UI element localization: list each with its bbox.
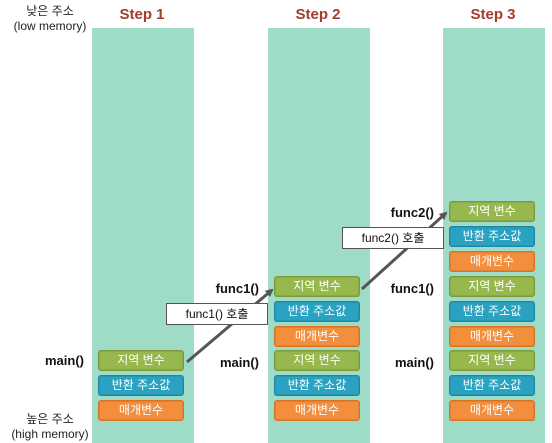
step-3-func1-return-address: 반환 주소값 <box>449 301 535 322</box>
step-1-title: Step 1 <box>119 6 165 23</box>
step-1-main-params: 매개변수 <box>98 400 184 421</box>
step-2-main-label: main() <box>220 355 259 370</box>
step-2-main-local-vars: 지역 변수 <box>274 350 360 371</box>
func1-call-arrow <box>186 288 274 364</box>
step-1-main-label: main() <box>45 353 84 368</box>
func2-call-label: func2() 호출 <box>342 227 444 249</box>
step-3-func2-return-address: 반환 주소값 <box>449 226 535 247</box>
step-3-func1-params: 매개변수 <box>449 326 535 347</box>
high-address-english: (high memory) <box>11 427 89 441</box>
func2-call-arrow <box>360 211 448 291</box>
step-2-main-params: 매개변수 <box>274 400 360 421</box>
high-address-label: 높은 주소 (high memory) <box>0 412 100 442</box>
low-address-english: (low memory) <box>13 19 87 33</box>
step-2-func1-return-address: 반환 주소값 <box>274 301 360 322</box>
step-2-func1-local-vars: 지역 변수 <box>274 276 360 297</box>
step-3-func1-local-vars: 지역 변수 <box>449 276 535 297</box>
step-1-main-local-vars: 지역 변수 <box>98 350 184 371</box>
step-3-func2-label: func2() <box>390 205 434 220</box>
step-2-title: Step 2 <box>295 6 341 23</box>
func1-call-label: func1() 호출 <box>166 303 268 325</box>
step-3-func2-local-vars: 지역 변수 <box>449 201 535 222</box>
step-3-func1-label: func1() <box>390 281 434 296</box>
high-address-korean: 높은 주소 <box>26 412 74 426</box>
step-3-main-params: 매개변수 <box>449 400 535 421</box>
step-1-main-return-address: 반환 주소값 <box>98 375 184 396</box>
step-2-func1-label: func1() <box>215 281 259 296</box>
step-2-func1-params: 매개변수 <box>274 326 360 347</box>
low-address-label: 낮은 주소 (low memory) <box>0 4 100 34</box>
stack-column-step-1 <box>92 28 194 443</box>
step-2-main-return-address: 반환 주소값 <box>274 375 360 396</box>
step-3-func2-params: 매개변수 <box>449 251 535 272</box>
step-3-main-local-vars: 지역 변수 <box>449 350 535 371</box>
step-3-title: Step 3 <box>470 6 516 23</box>
step-3-main-label: main() <box>395 355 434 370</box>
low-address-korean: 낮은 주소 <box>26 4 74 18</box>
step-3-main-return-address: 반환 주소값 <box>449 375 535 396</box>
